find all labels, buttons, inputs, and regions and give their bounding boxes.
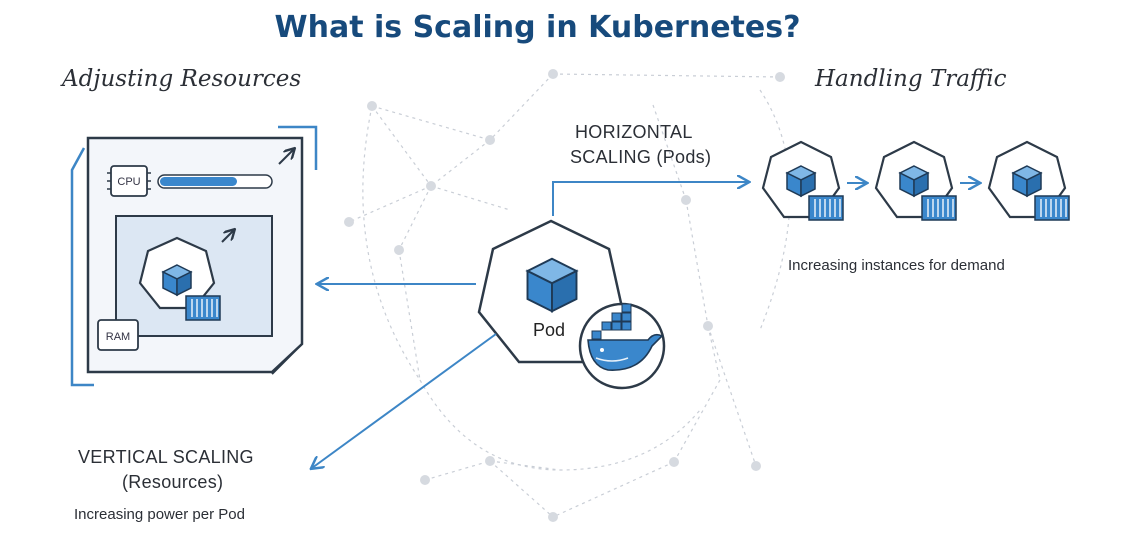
pod-label: Pod: [533, 320, 566, 340]
background-network: [348, 73, 791, 518]
vertical-scaling-title-line2: (Resources): [122, 472, 224, 492]
ram-label: RAM: [106, 331, 130, 343]
vertical-scaling-caption: Increasing power per Pod: [74, 506, 245, 523]
vertical-scaling-arrow: [312, 333, 497, 468]
horizontal-scaling-title-line2: SCALING (Pods): [570, 147, 712, 167]
horizontal-scaling-caption: Increasing instances for demand: [788, 257, 1005, 274]
network-nodes: [344, 69, 785, 522]
replica-pod-1: [761, 140, 844, 221]
pod-cube-icon: [525, 257, 579, 313]
cpu-usage-bar: [157, 174, 273, 189]
docker-whale-icon: [578, 302, 666, 390]
vertical-scaling-title-line1: VERTICAL SCALING: [78, 447, 254, 467]
container-icon: [185, 295, 221, 321]
panel-pod: [138, 236, 221, 321]
replica-pod-2: [874, 140, 957, 221]
cube-icon: [162, 264, 192, 296]
cpu-chip-icon: CPU: [107, 165, 151, 197]
cpu-label: CPU: [117, 176, 140, 188]
horizontal-scaling-title-line1: HORIZONTAL: [575, 122, 693, 142]
scaling-arrows: [312, 182, 979, 468]
adjusting-resources-heading: Adjusting Resources: [62, 66, 302, 92]
page-title: What is Scaling in Kubernetes?: [274, 10, 801, 45]
horizontal-scaling-arrow: [552, 182, 748, 216]
ram-chip-icon: RAM: [97, 319, 139, 351]
replica-pod-3: [987, 140, 1070, 221]
handling-traffic-heading: Handling Traffic: [815, 66, 1007, 92]
